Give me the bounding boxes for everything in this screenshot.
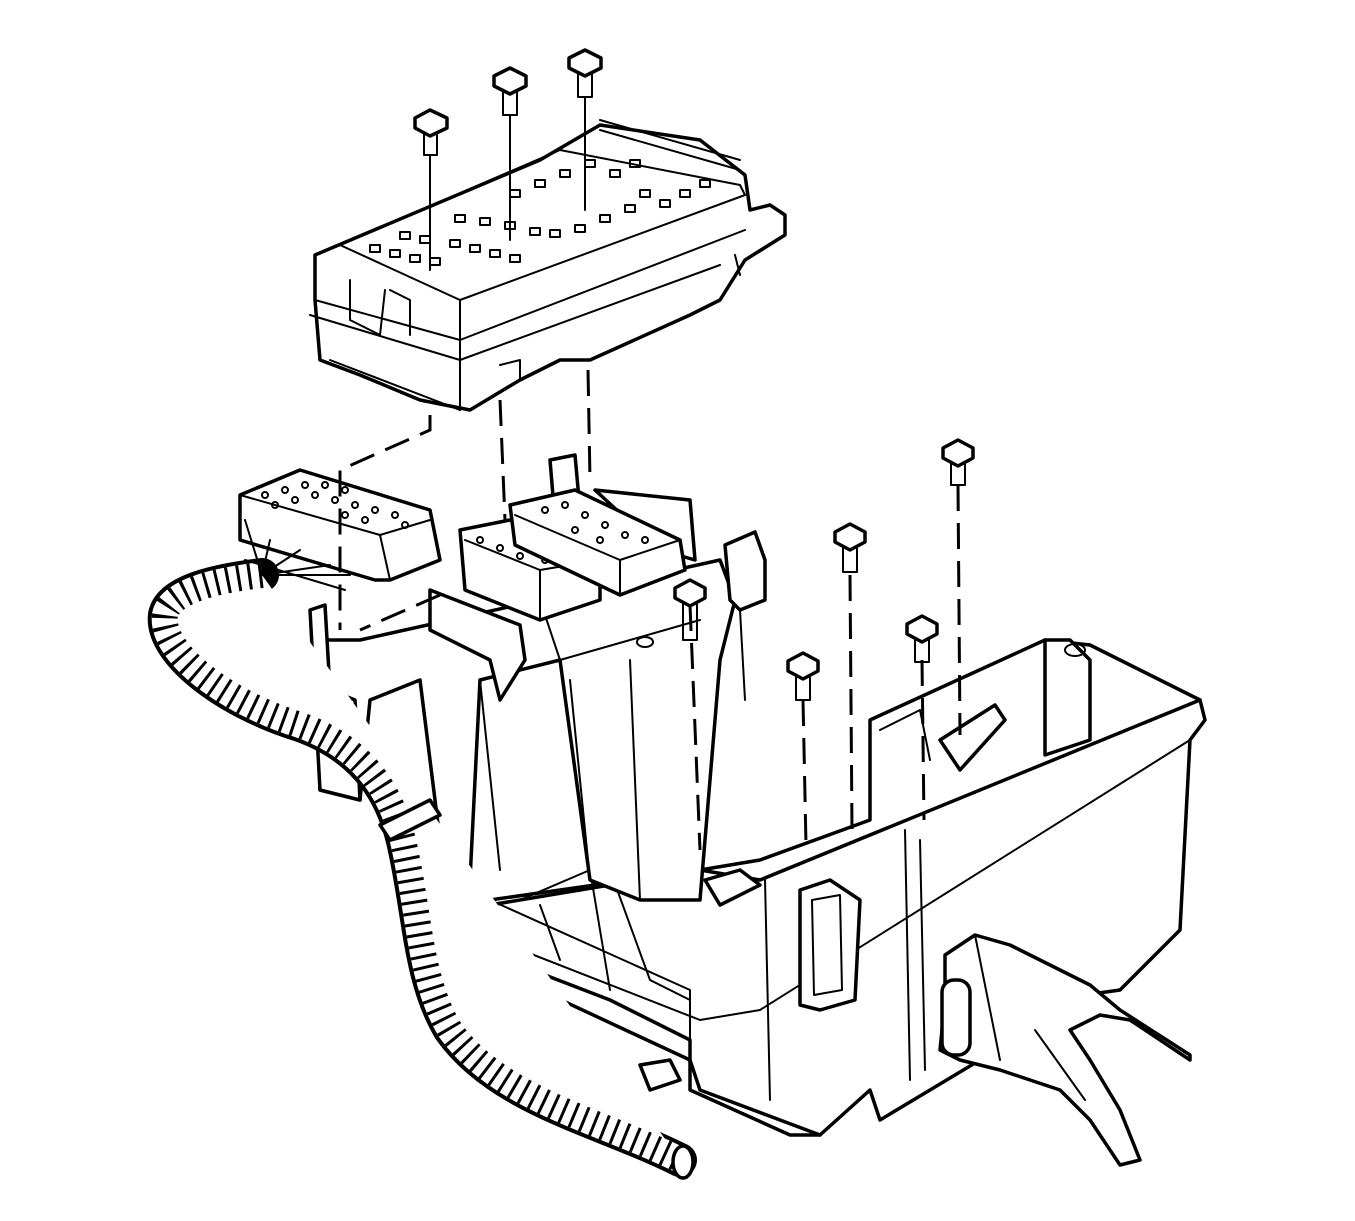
hand-outline <box>938 933 1192 1167</box>
fuse-block <box>309 119 787 412</box>
wiring-harness <box>147 519 697 1180</box>
bolt-icon <box>786 651 820 701</box>
bolt-icon <box>567 48 603 211</box>
bolt-icon <box>492 66 528 241</box>
bolt-icon <box>941 438 975 486</box>
alignment-lines <box>338 369 962 851</box>
bolt-icon <box>673 578 707 641</box>
connector-right <box>508 488 687 597</box>
bolt-icon <box>905 614 939 663</box>
bolt-icon <box>833 522 867 573</box>
bolt-icon <box>413 108 449 271</box>
